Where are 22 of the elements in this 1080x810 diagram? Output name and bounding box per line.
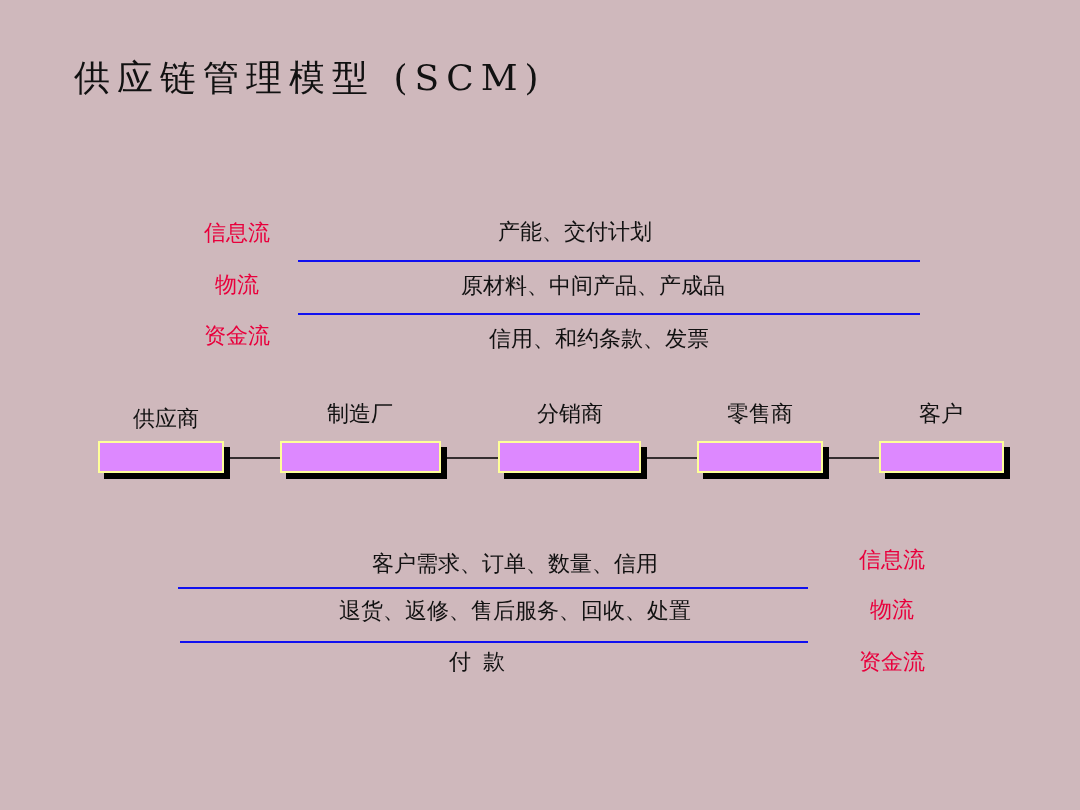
flow-type-label: 信息流: [859, 547, 925, 573]
flow-content-label: 产能、交付计划: [498, 219, 652, 245]
title: 供应链管理模型 (SCM): [74, 56, 546, 100]
flow-type-label: 物流: [215, 272, 259, 298]
flow-content-label: 原材料、中间产品、产成品: [461, 273, 725, 299]
flow-content-label: 信用、和约条款、发票: [489, 326, 709, 352]
flow-content-label: 客户需求、订单、数量、信用: [372, 551, 658, 577]
connector-line: [229, 457, 281, 459]
flow-type-label: 物流: [870, 597, 914, 623]
flow-type-label: 资金流: [859, 649, 925, 675]
node-label: 零售商: [727, 401, 793, 427]
flow-type-label: 信息流: [204, 220, 270, 246]
flow-type-label: 资金流: [204, 323, 270, 349]
connector-line: [828, 457, 880, 459]
flow-content-label: 付款: [449, 649, 517, 675]
node-label: 客户: [919, 401, 963, 427]
node-label: 分销商: [537, 401, 603, 427]
connector-line: [446, 457, 499, 459]
flow-content-label: 退货、返修、售后服务、回收、处置: [339, 598, 691, 624]
connector-line: [646, 457, 698, 459]
node-label: 制造厂: [327, 401, 393, 427]
node-label: 供应商: [133, 406, 199, 432]
